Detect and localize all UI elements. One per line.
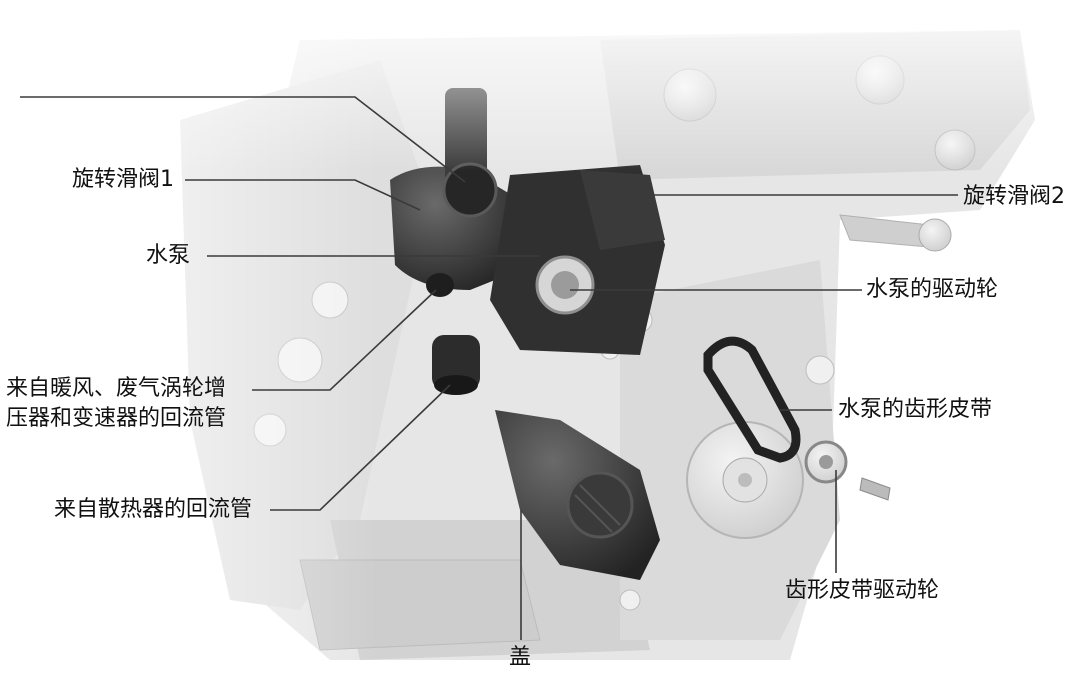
leader-return-radiator: [270, 384, 451, 511]
leader-return-heater: [252, 289, 437, 391]
label-return-from-heater: 来自暖风、废气涡轮增 压器和变速器的回流管: [6, 374, 266, 434]
label-belt-drive-wheel: 齿形皮带驱动轮: [785, 578, 940, 603]
label-return-from-heater-line2: 压器和变速器的回流管: [6, 406, 227, 431]
label-water-pump: 水泵: [146, 243, 191, 268]
leader-lines: [20, 96, 958, 640]
label-return-from-heater-line1: 来自暖风、废气涡轮增: [6, 376, 227, 401]
label-pump-drive-wheel: 水泵的驱动轮: [866, 277, 999, 302]
label-return-from-radiator: 来自散热器的回流管: [54, 497, 253, 522]
label-rotary-valve-2: 旋转滑阀2: [963, 184, 1065, 209]
label-cover: 盖: [509, 645, 532, 670]
label-rotary-valve-1: 旋转滑阀1: [72, 167, 174, 192]
leader-rotary-valve-1: [185, 179, 421, 211]
leader-top-sensor: [20, 96, 466, 183]
label-pump-toothed-belt: 水泵的齿形皮带: [838, 397, 993, 422]
